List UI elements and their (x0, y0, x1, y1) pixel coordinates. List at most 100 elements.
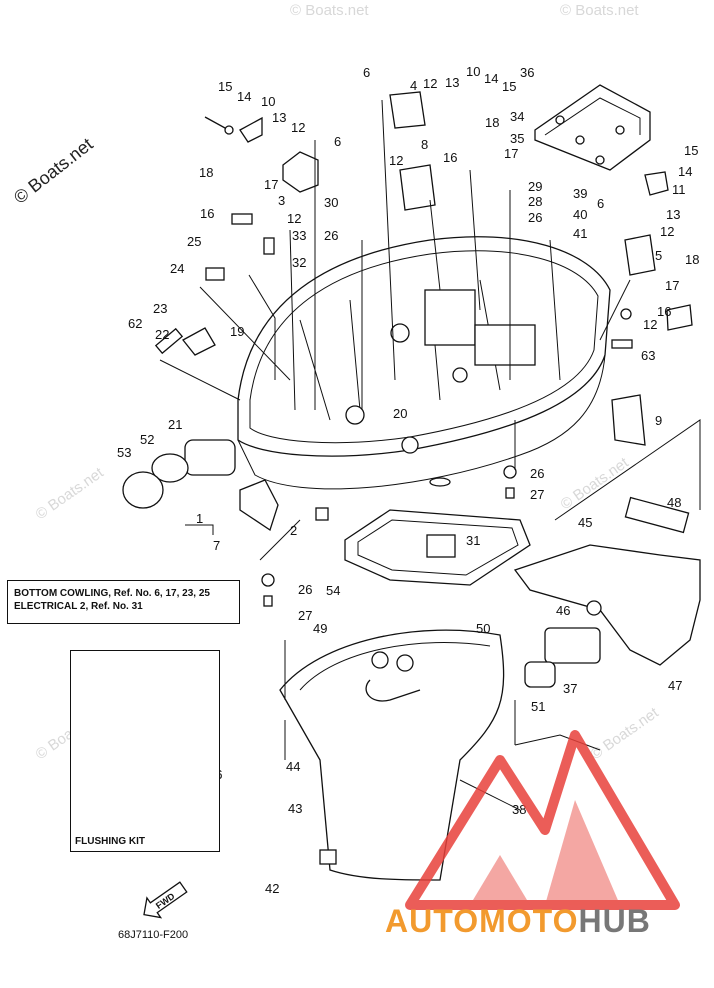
callout: 49 (313, 621, 327, 636)
callout: 23 (153, 301, 167, 316)
callout: 13 (272, 110, 286, 125)
fwd-arrow: FWD (143, 881, 188, 919)
callout: 16 (443, 150, 457, 165)
callout: 41 (573, 226, 587, 241)
callout: 15 (684, 143, 698, 158)
callout: 40 (573, 207, 587, 222)
callout: 5 (655, 248, 662, 263)
watermark: © Boats.net (33, 464, 108, 523)
callout: 31 (466, 533, 480, 548)
callout: 30 (324, 195, 338, 210)
callout: 47 (668, 678, 682, 693)
connector-drawing (122, 439, 279, 532)
callout: 4 (410, 78, 417, 93)
callout: 18 (485, 115, 499, 130)
callout: 50 (476, 621, 490, 636)
flushing-kit-title: FLUSHING KIT (75, 836, 145, 847)
callout: 6 (334, 134, 341, 149)
brand-part-hub: HUB (578, 903, 651, 939)
callout: 12 (660, 224, 674, 239)
callout: 11 (672, 182, 686, 197)
callout: 26 (528, 210, 542, 225)
callout: 25 (187, 234, 201, 249)
watermark: © Boats.net (290, 2, 369, 19)
callout: 27 (530, 487, 544, 502)
callout: 18 (685, 252, 699, 267)
callout: 48 (667, 495, 681, 510)
callout: 16 (200, 206, 214, 221)
callout: 12 (287, 211, 301, 226)
automotohub-wordmark: AUTOMOTOHUB (385, 903, 651, 940)
callout: 13 (666, 207, 680, 222)
callout: 9 (655, 413, 662, 428)
callout: 43 (288, 801, 302, 816)
brand-part-auto: AUTOMOTO (385, 903, 579, 939)
callout: 35 (510, 131, 524, 146)
callout: 10 (261, 94, 275, 109)
flushing-kit-inset: FLUSHING KIT (70, 650, 220, 852)
callout: 18 (199, 165, 213, 180)
automotohub-logo-mark (405, 730, 680, 910)
callout: 36 (520, 65, 534, 80)
callout: 8 (421, 137, 428, 152)
callout: 33 (292, 228, 306, 243)
callout: 17 (665, 278, 679, 293)
callout: 26 (298, 582, 312, 597)
callout: 21 (168, 417, 182, 432)
callout: 17 (504, 146, 518, 161)
callout: 14 (484, 71, 498, 86)
callout: 19 (230, 324, 244, 339)
diagram-code: 68J7110-F200 (118, 929, 189, 941)
callout: 26 (324, 228, 338, 243)
callout: 45 (578, 515, 592, 530)
callout: 3 (278, 193, 285, 208)
callout: 14 (237, 89, 251, 104)
callout: 44 (286, 759, 300, 774)
reference-note-box: BOTTOM COWLING, Ref. No. 6, 17, 23, 25 E… (7, 580, 240, 624)
callout: 37 (563, 681, 577, 696)
callout: 32 (292, 255, 306, 270)
callout: 28 (528, 194, 542, 209)
callout: 20 (393, 406, 407, 421)
callout: 54 (326, 583, 340, 598)
callout: 15 (502, 79, 516, 94)
callout: 12 (643, 317, 657, 332)
callout: 34 (510, 109, 524, 124)
watermark: © Boats.net (558, 454, 633, 513)
callout: 27 (298, 608, 312, 623)
hardware-drawing (154, 91, 693, 607)
reference-note-line: ELECTRICAL 2, Ref. No. 31 (14, 601, 143, 612)
callout: 6 (597, 196, 604, 211)
callout: 17 (264, 177, 278, 192)
callout: 63 (641, 348, 655, 363)
callout: 42 (265, 881, 279, 896)
callout: 52 (140, 432, 154, 447)
callout: 12 (389, 153, 403, 168)
callout: 29 (528, 179, 542, 194)
callout: 51 (531, 699, 545, 714)
reference-note-line: BOTTOM COWLING, Ref. No. 6, 17, 23, 25 (14, 588, 210, 599)
callout: 2 (290, 523, 297, 538)
watermark: © Boats.net (560, 2, 639, 19)
callout: 53 (117, 445, 131, 460)
callout: 62 (128, 316, 142, 331)
callout: 15 (218, 79, 232, 94)
apron-drawing (279, 629, 505, 881)
rear-bracket-drawing (534, 84, 651, 171)
gasket-drawing (344, 509, 531, 586)
callout: 39 (573, 186, 587, 201)
callout: 13 (445, 75, 459, 90)
callout: 46 (556, 603, 570, 618)
callout: 24 (170, 261, 184, 276)
callout: 14 (678, 164, 692, 179)
callout: 12 (423, 76, 437, 91)
callout: 16 (657, 304, 671, 319)
lower-bracket-drawing (513, 496, 701, 688)
callout: 38 (512, 802, 526, 817)
callout: 1 (196, 511, 203, 526)
watermark: © Boats.net (588, 704, 663, 763)
callout: 10 (466, 64, 480, 79)
callouts: 15 14 10 13 12 6 18 17 3 12 16 33 25 32 … (93, 64, 699, 896)
callout: 7 (213, 538, 220, 553)
